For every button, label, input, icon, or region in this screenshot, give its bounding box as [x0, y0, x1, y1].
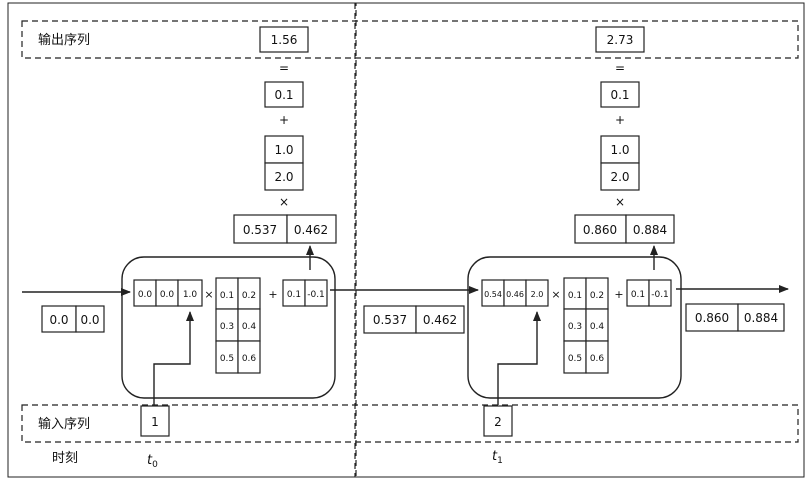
- output-bias-box: [264, 81, 304, 108]
- weight-value: 0.2: [242, 291, 256, 301]
- output-bias-box: [600, 81, 640, 108]
- equals-sign: =: [615, 61, 625, 75]
- bias-value: 0.1: [631, 290, 645, 300]
- add-sign: +: [614, 288, 623, 301]
- input-value: 2: [494, 415, 502, 429]
- time-label: 时刻: [52, 451, 78, 466]
- output-value: 1.56: [271, 33, 298, 47]
- hidden-state-value: 0.860: [583, 223, 617, 237]
- weight-cell: [585, 340, 609, 374]
- concat-cell: [525, 279, 549, 307]
- weight-value: 0.5: [220, 354, 234, 364]
- prev-state-value: 0.0: [49, 313, 68, 327]
- output-value-box: [595, 26, 645, 53]
- rnn-cell: [121, 256, 336, 399]
- input-value-box: [140, 405, 170, 437]
- weight-cell: [237, 340, 261, 374]
- concat-value: 0.0: [160, 290, 175, 300]
- output-sequence-region: [21, 20, 799, 59]
- time-t0-label: t0: [147, 453, 158, 470]
- weight-value: 0.6: [242, 354, 257, 364]
- rnn-cell: [467, 256, 682, 399]
- outer-frame: [7, 2, 805, 478]
- concat-value: 1.0: [183, 290, 198, 300]
- output-weight-value: 2.0: [610, 170, 629, 184]
- input-arrow: [497, 311, 541, 405]
- weight-value: 0.5: [568, 354, 582, 364]
- weight-value: 0.2: [590, 291, 604, 301]
- output-weight-cell: [264, 162, 304, 191]
- concat-value: 0.0: [138, 290, 153, 300]
- final-state-value: 0.860: [695, 311, 729, 325]
- output-weight-cell: [264, 135, 304, 164]
- prev-state-value: 0.537: [373, 313, 407, 327]
- concat-cell: [177, 279, 203, 307]
- prev-state-cell: [75, 305, 105, 333]
- multiply-sign: ×: [204, 288, 213, 301]
- input-arrow: [153, 311, 194, 405]
- hidden-state-value: 0.537: [243, 223, 277, 237]
- input-value-box: [483, 405, 513, 437]
- weight-value: 0.6: [590, 354, 605, 364]
- input-sequence-region: [21, 404, 799, 443]
- final-state-value: 0.884: [744, 311, 778, 325]
- prev-state-value: 0.462: [423, 313, 457, 327]
- hidden-state-value: 0.462: [294, 223, 328, 237]
- concat-value: 0.54: [484, 290, 502, 299]
- step-1: 2.73 = 0.1 + 1.0 2.0 × 0.860 0.884 0.54 …: [363, 26, 682, 437]
- weight-value: 0.1: [220, 291, 234, 301]
- weight-value: 0.1: [568, 291, 582, 301]
- output-bias-value: 0.1: [274, 88, 293, 102]
- input-value: 1: [151, 415, 159, 429]
- hidden-state-cell: [625, 214, 675, 244]
- bias-cell: [648, 279, 672, 307]
- bias-value: 0.1: [287, 290, 301, 300]
- output-weight-value: 1.0: [274, 143, 293, 157]
- prev-state-value: 0.0: [80, 313, 99, 327]
- add-sign: +: [268, 288, 277, 301]
- input-sequence-label: 输入序列: [38, 416, 90, 432]
- weight-value: 0.4: [590, 322, 605, 332]
- output-weight-cell: [600, 135, 640, 164]
- output-value: 2.73: [607, 33, 634, 47]
- plus-sign: +: [615, 113, 625, 127]
- bias-cell: [304, 279, 328, 307]
- step-0: 1.56 = 0.1 + 1.0 2.0 × 0.537 0.462 0.0 0…: [41, 26, 337, 437]
- hidden-state-cell: [286, 214, 337, 244]
- weight-value: 0.4: [242, 322, 257, 332]
- prev-state-cell: [363, 305, 417, 334]
- times-sign: ×: [279, 195, 289, 209]
- times-sign: ×: [615, 195, 625, 209]
- bias-value: -0.1: [307, 290, 325, 300]
- weight-value: 0.3: [220, 322, 234, 332]
- output-value-box: [259, 26, 309, 53]
- weight-value: 0.3: [568, 322, 582, 332]
- final-state-cell: [737, 303, 785, 332]
- time-t1-label: t1: [492, 449, 503, 466]
- hidden-state-value: 0.884: [633, 223, 667, 237]
- equals-sign: =: [279, 61, 289, 75]
- output-weight-value: 1.0: [610, 143, 629, 157]
- prev-state-cell: [415, 305, 465, 334]
- output-sequence-label: 输出序列: [38, 32, 90, 48]
- output-bias-value: 0.1: [610, 88, 629, 102]
- output-weight-value: 2.0: [274, 170, 293, 184]
- output-weight-cell: [600, 162, 640, 191]
- plus-sign: +: [279, 113, 289, 127]
- bias-value: -0.1: [651, 290, 669, 300]
- multiply-sign: ×: [551, 288, 560, 301]
- concat-value: 2.0: [531, 290, 544, 299]
- concat-value: 0.46: [506, 290, 524, 299]
